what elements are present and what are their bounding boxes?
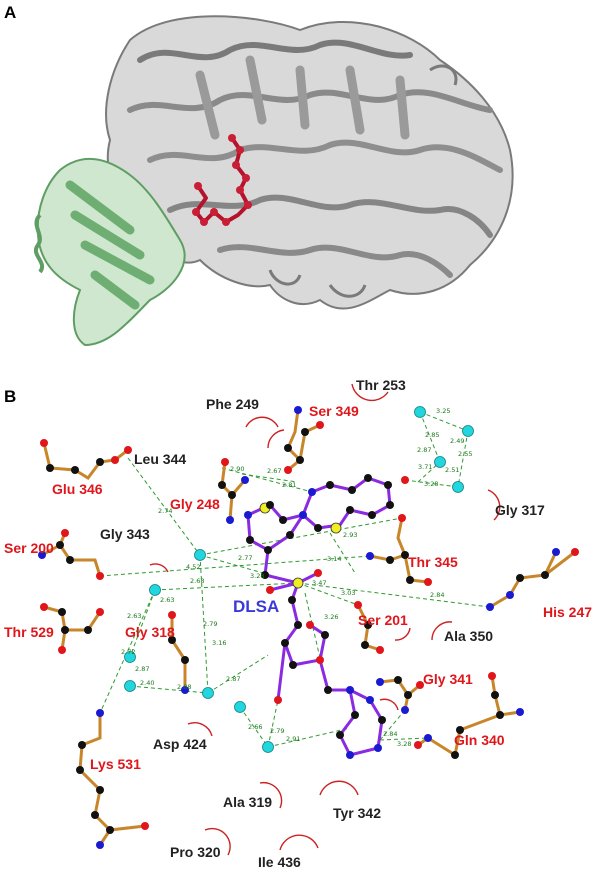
distance-label: 2.85	[425, 431, 439, 439]
distance-label: 2.84	[430, 591, 444, 599]
distance-label: 2.87	[417, 446, 431, 454]
hydrogen-bonds	[99, 411, 491, 748]
distance-label: 2.55	[458, 450, 472, 458]
distance-label: 2.90	[230, 465, 244, 473]
distance-label: 3.71	[418, 463, 432, 471]
distance-label: 3.28	[397, 740, 411, 748]
distance-label: 2.81	[282, 481, 296, 489]
distance-label: 2.63	[160, 596, 174, 604]
residue-label-thr529: Thr 529	[4, 624, 54, 640]
residue-label-ala350: Ala 350	[444, 628, 493, 644]
distance-label: 3.03	[341, 589, 355, 597]
distance-label: 2.49	[450, 437, 464, 445]
panel-b-label: B	[4, 387, 16, 406]
distance-label: 2.67	[267, 467, 281, 475]
green-protein-domain	[34, 157, 186, 347]
grey-protein-body	[105, 15, 514, 310]
residue-label-gly317: Gly 317	[495, 502, 545, 518]
hydrophobic-contacts	[149, 383, 501, 856]
distance-label: 2.79	[203, 620, 217, 628]
residue-label-glu346: Glu 346	[52, 481, 103, 497]
residue-atoms	[38, 406, 579, 849]
distance-label: 2.93	[343, 531, 357, 539]
residue-label-thr345: Thr 345	[408, 554, 458, 570]
distance-label: 2.74	[158, 507, 172, 515]
residue-label-gly248: Gly 248	[170, 496, 220, 512]
distance-label: 2.51	[445, 466, 459, 474]
distance-label: 2.72	[121, 648, 135, 656]
panel-a-label: A	[4, 3, 16, 22]
residue-label-gly318: Gly 318	[125, 624, 175, 640]
distance-label: 2.84	[383, 730, 397, 738]
residue-label-ala319: Ala 319	[223, 794, 272, 810]
sulfur-atom	[330, 522, 342, 534]
ligand-sticks	[192, 134, 252, 226]
residue-label-asp424: Asp 424	[153, 736, 207, 752]
sulfur-atom	[292, 577, 304, 589]
distance-label: 2.87	[226, 675, 240, 683]
distance-label: 2.66	[248, 723, 262, 731]
distance-label: 3.16	[212, 639, 226, 647]
distance-label: 2.63	[127, 612, 141, 620]
distance-labels: 2.90 2.672.81 3.25 2.85 2.87 2.49 2.55 3.71 2.51…	[121, 407, 472, 748]
ligand-label: DLSA	[233, 597, 279, 616]
residue-label-thr253: Thr 253	[356, 377, 406, 393]
distance-label: 2.77	[238, 554, 252, 562]
distance-label: 3.28	[424, 480, 438, 488]
distance-label: 2.40	[140, 679, 154, 687]
distance-label: 2.68	[190, 577, 204, 585]
distance-label: 3.26	[324, 613, 338, 621]
distance-label: 3.28	[250, 572, 264, 580]
residue-label-lys531: Lys 531	[90, 756, 141, 772]
residue-label-gly341: Gly 341	[423, 671, 473, 687]
water-molecules	[124, 406, 474, 753]
residue-label-ser200: Ser 200	[4, 540, 54, 556]
protein-ribbon-structure	[34, 15, 514, 347]
residue-label-pro320: Pro 320	[170, 844, 221, 860]
residue-label-ser201: Ser 201	[358, 612, 408, 628]
residue-label-gly343: Gly 343	[100, 526, 150, 542]
distance-label: 4.52	[186, 563, 200, 571]
distance-label: 2.91	[286, 735, 300, 743]
residue-label-phe249: Phe 249	[206, 396, 259, 412]
distance-label: 3.25	[436, 407, 450, 415]
residue-label-his247: His 247	[543, 604, 592, 620]
distance-label: 2.88	[177, 683, 191, 691]
residue-label-leu344: Leu 344	[134, 451, 186, 467]
residue-label-ile436: Ile 436	[258, 854, 301, 870]
distance-label: 3.14	[327, 555, 341, 563]
residue-label-tyr342: Tyr 342	[333, 805, 381, 821]
distance-label: 2.79	[270, 727, 284, 735]
distance-label: 2.87	[135, 665, 149, 673]
distance-label: 3.47	[312, 579, 326, 587]
residue-label-gln340: Gln 340	[454, 732, 505, 748]
residue-label-ser349: Ser 349	[309, 403, 359, 419]
ligand-dlsa	[244, 474, 409, 759]
